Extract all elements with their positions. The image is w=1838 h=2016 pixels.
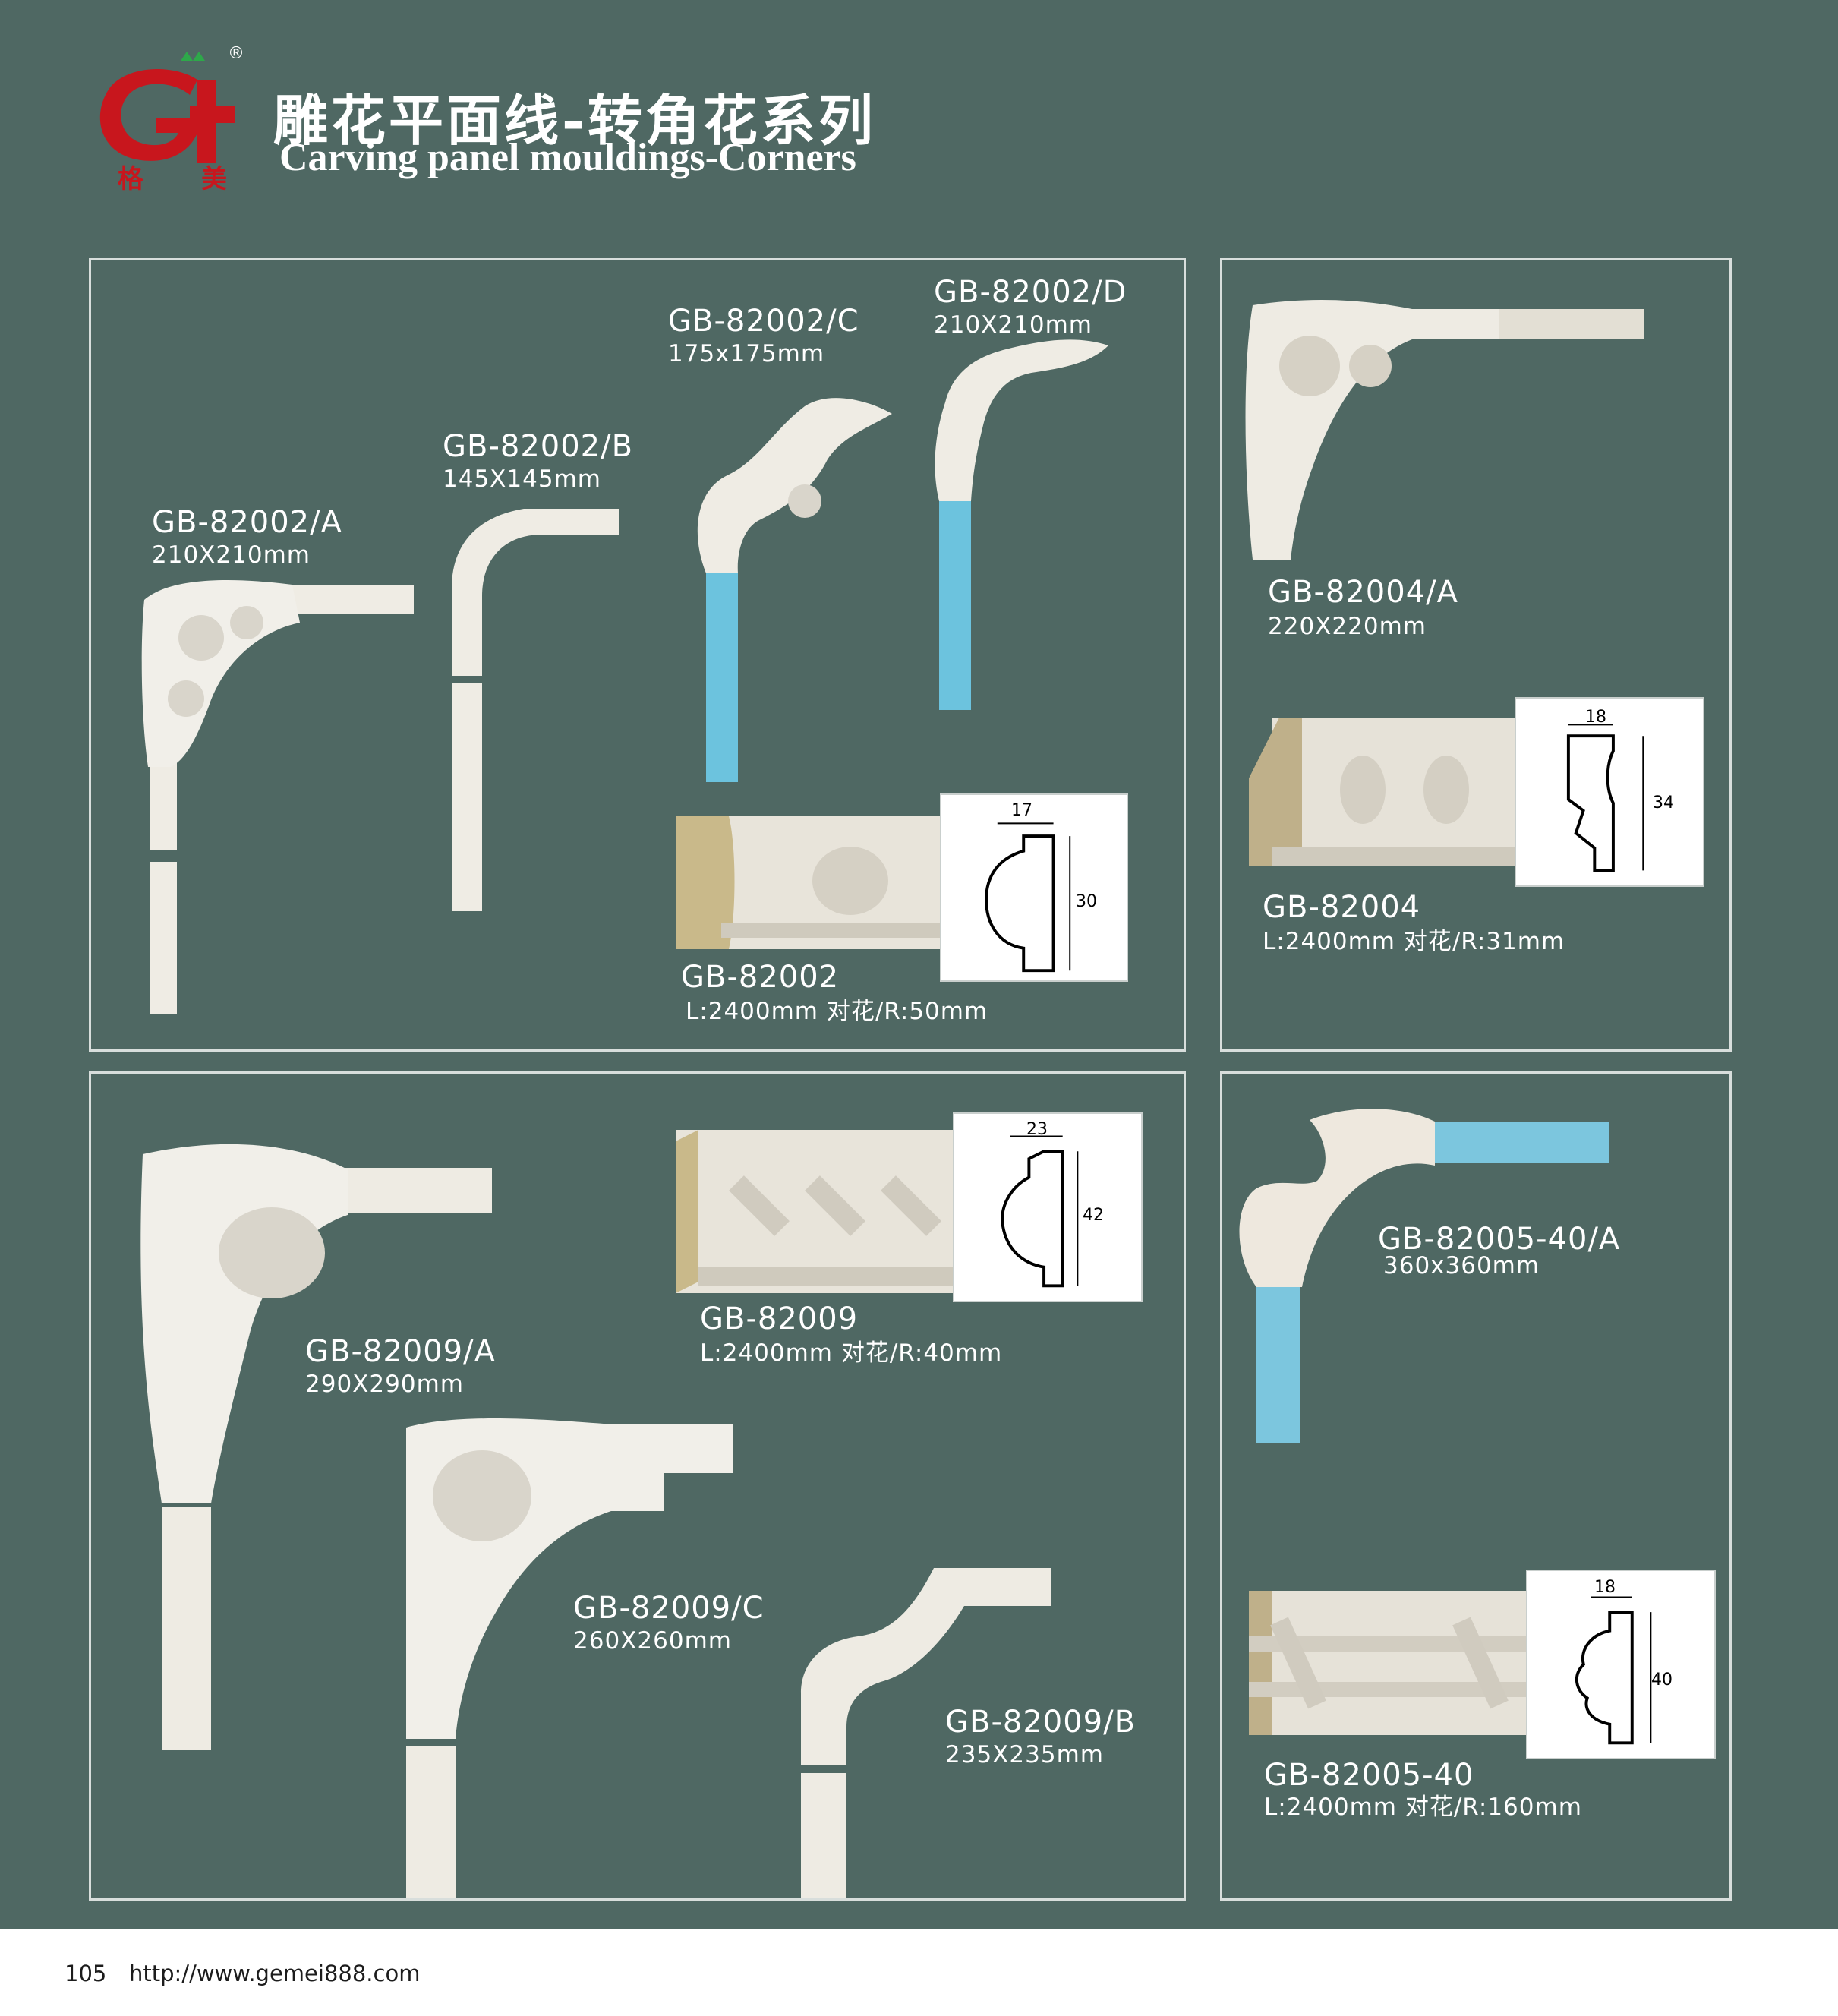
corner-piece-82009-b-image [801, 1568, 1051, 1898]
corner-piece-82009-a-image [140, 1144, 492, 1750]
profile-height-label: 30 [1076, 892, 1097, 911]
product-size: 210X210mm [152, 541, 311, 569]
page-title-cn: 雕花平面线-转角花系列 [273, 88, 876, 153]
profile-drawing-82005-40 [1526, 1570, 1716, 1759]
moulding-spec: L:2400mm 对花/R:31mm [1263, 928, 1565, 955]
moulding-code: GB-82004 [1263, 890, 1421, 925]
moulding-code: GB-82009 [700, 1301, 859, 1336]
profile-drawing-82002 [940, 793, 1128, 982]
product-size: 360x360mm [1383, 1252, 1540, 1279]
profile-height-label: 40 [1651, 1671, 1672, 1689]
corner-piece-82002-d-image [935, 339, 1108, 710]
profile-drawing-82004 [1515, 697, 1704, 887]
logo-subtitle-left: 格 [118, 164, 143, 194]
product-size: 175x175mm [668, 340, 825, 368]
profile-height-label: 34 [1653, 793, 1674, 812]
moulding-spec: L:2400mm 对花/R:50mm [686, 998, 988, 1025]
profile-width-label: 23 [1026, 1120, 1048, 1139]
profile-width-label: 17 [1011, 801, 1032, 820]
product-size: 220X220mm [1268, 613, 1427, 640]
corner-piece-82002-b-image [452, 509, 619, 911]
corner-piece-82004-a-image [1245, 300, 1644, 560]
product-size: 210X210mm [934, 311, 1092, 339]
panel-82002 [89, 258, 1186, 1052]
profile-height-label: 42 [1083, 1206, 1104, 1225]
corner-piece-82005-40-a-image [1239, 1109, 1609, 1443]
page-number: 105 [65, 1961, 107, 1986]
brand-logo [84, 46, 258, 197]
product-code: GB-82009/C [573, 1591, 765, 1626]
logo-mark-icon [99, 52, 235, 163]
page-footer: 105 http://www.gemei888.com [0, 1929, 1838, 2016]
moulding-82005-40-image [1249, 1591, 1537, 1735]
product-size: 290X290mm [305, 1371, 464, 1398]
profile-width-label: 18 [1594, 1578, 1616, 1597]
product-size: 145X145mm [443, 465, 601, 493]
moulding-82002-image [676, 816, 941, 949]
product-size: 260X260mm [573, 1627, 732, 1655]
profile-drawing-82009 [953, 1112, 1143, 1302]
moulding-code: GB-82005-40 [1264, 1758, 1474, 1793]
product-code: GB-82009/A [305, 1334, 496, 1369]
website-link[interactable]: http://www.gemei888.com [129, 1961, 421, 1986]
corner-piece-82002-a-image [141, 580, 414, 1014]
registered-mark: ® [228, 44, 244, 63]
moulding-82009-image [676, 1130, 957, 1293]
moulding-spec: L:2400mm 对花/R:160mm [1264, 1794, 1582, 1821]
panel-82009 [89, 1071, 1186, 1901]
panel-82004 [1220, 258, 1732, 1052]
corner-piece-82009-c-image [406, 1418, 733, 1898]
product-code: GB-82002/D [934, 275, 1127, 310]
product-code: GB-82005-40/A [1378, 1222, 1621, 1257]
moulding-code: GB-82002 [681, 960, 840, 995]
corner-piece-82002-c-image [697, 398, 892, 782]
page-title-en: Carving panel mouldings-Corners [279, 136, 856, 179]
product-code: GB-82004/A [1268, 575, 1458, 610]
product-code: GB-82009/B [945, 1705, 1137, 1740]
product-code: GB-82002/C [668, 304, 859, 339]
panel-82005-40 [1220, 1071, 1732, 1901]
product-code: GB-82002/B [443, 429, 634, 464]
profile-width-label: 18 [1585, 708, 1606, 727]
product-code: GB-82002/A [152, 505, 342, 540]
moulding-spec: L:2400mm 对花/R:40mm [700, 1339, 1003, 1367]
logo-subtitle-right: 美 [201, 164, 227, 194]
moulding-82004-image [1249, 718, 1518, 866]
product-size: 235X235mm [945, 1741, 1104, 1768]
